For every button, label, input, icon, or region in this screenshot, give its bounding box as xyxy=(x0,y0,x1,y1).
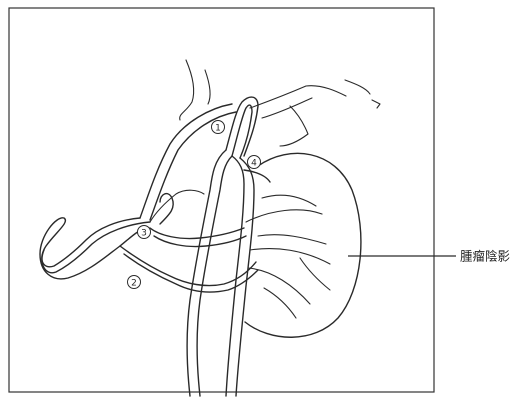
marker-4-label: 4 xyxy=(251,159,257,169)
marker-4: 4 xyxy=(248,156,261,169)
marker-3: 3 xyxy=(138,226,151,239)
tumor-feeding-artery xyxy=(226,156,270,396)
tumor-internal-vessels xyxy=(246,195,330,318)
marker-2: 2 xyxy=(128,276,141,289)
marker-1-label: 1 xyxy=(215,124,221,134)
gastroduodenal-branches xyxy=(150,194,246,247)
marker-2-label: 2 xyxy=(131,279,137,289)
marker-1: 1 xyxy=(212,121,225,134)
coiled-vessel-left xyxy=(40,218,150,279)
tumor-shadow-label: 腫瘤陰影 xyxy=(460,249,511,264)
figure-frame xyxy=(9,8,434,392)
tumor-shadow-outline xyxy=(245,153,361,337)
hepatic-artery-loop xyxy=(226,97,258,158)
marker-3-label: 3 xyxy=(141,229,147,239)
catheter xyxy=(187,150,232,396)
